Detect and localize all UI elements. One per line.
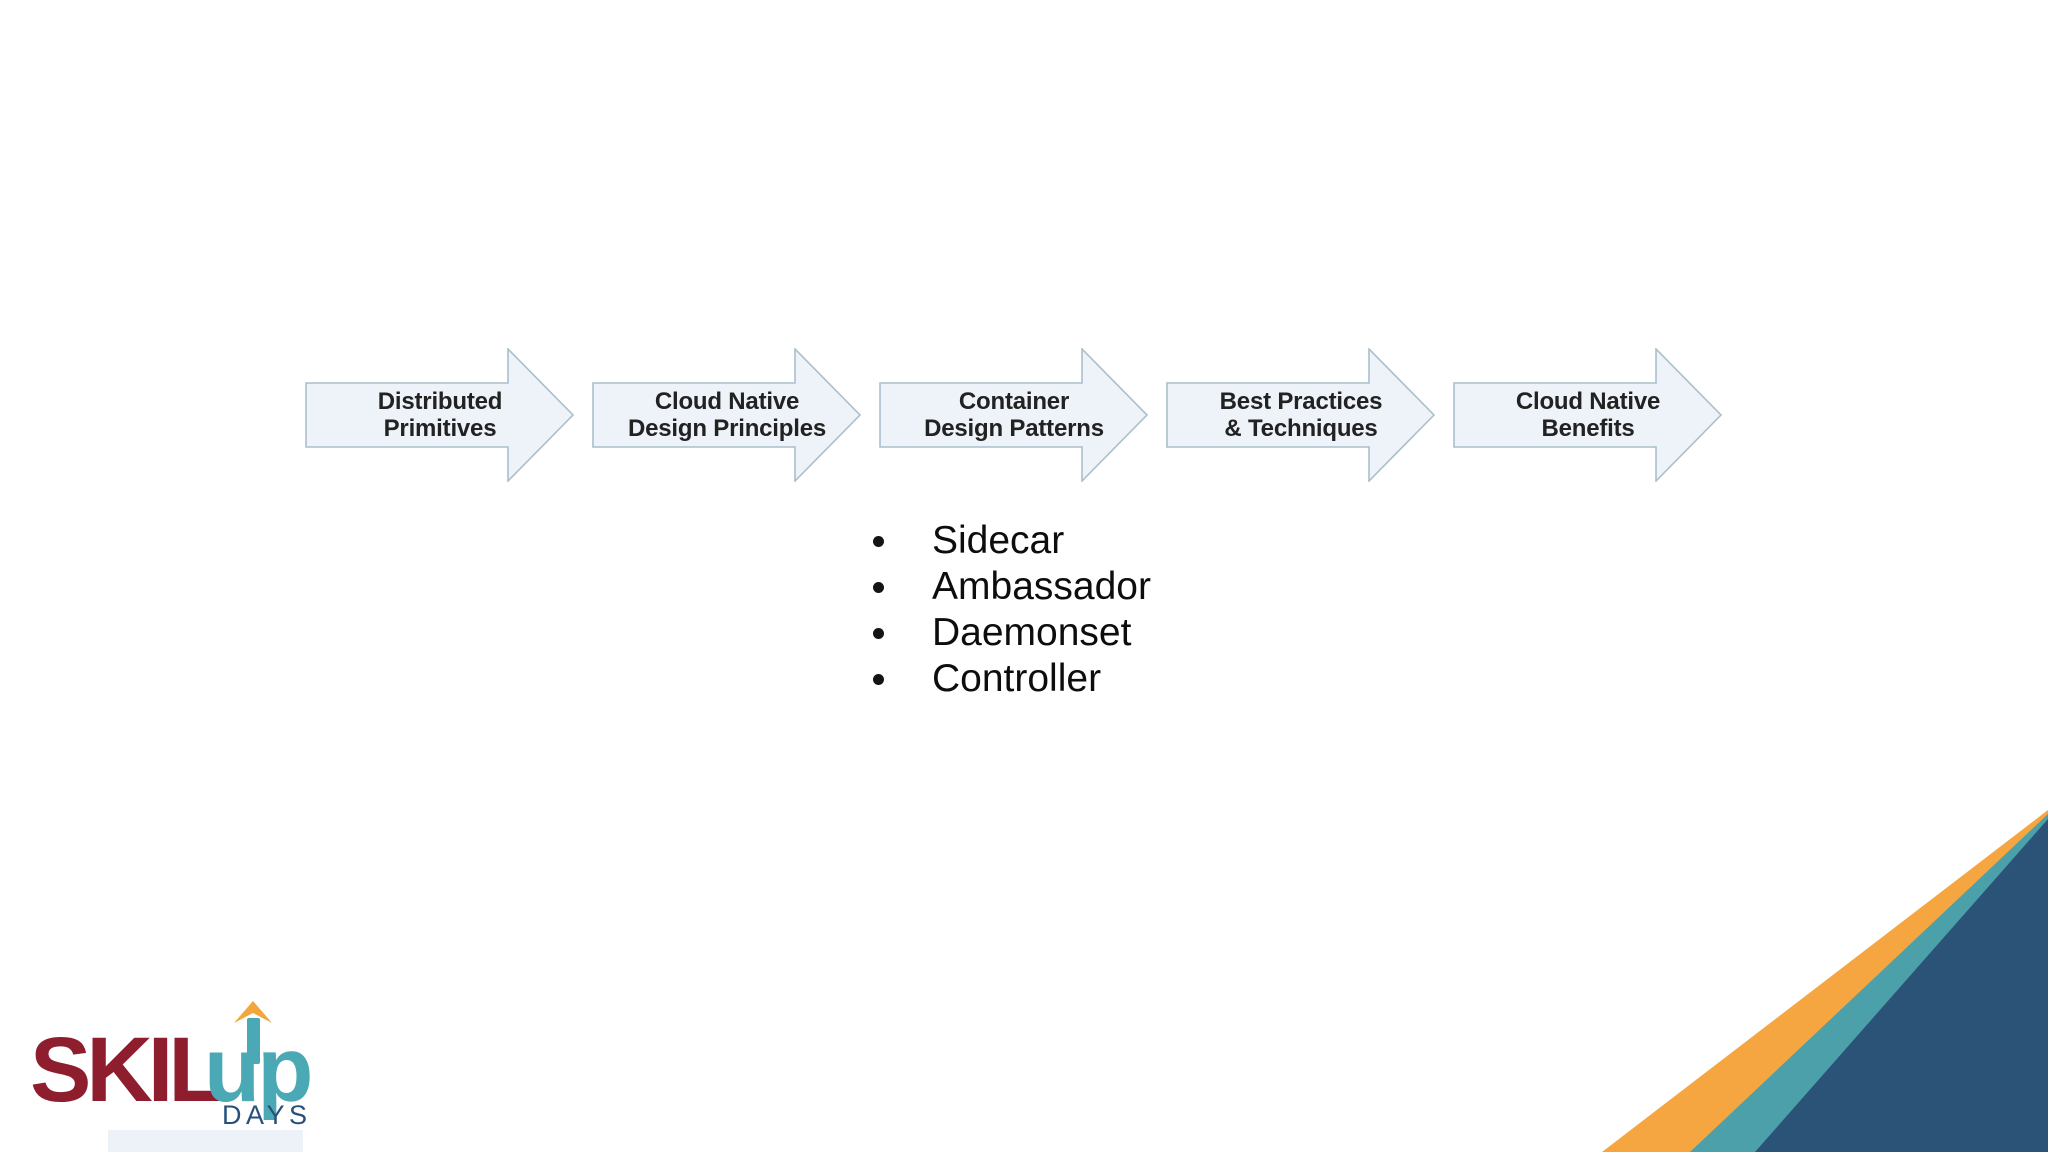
- logo-underlay: [108, 1130, 303, 1152]
- list-item: Sidecar: [860, 518, 1151, 564]
- up-arrow-icon: [234, 1001, 272, 1023]
- arrow-label-line1: Distributed: [377, 388, 503, 415]
- list-item-label: Sidecar: [932, 519, 1065, 562]
- logo-arrow-stem: [247, 1018, 260, 1064]
- arrow-label: Container Design Patterns: [879, 348, 1149, 482]
- list-item-label: Controller: [932, 657, 1102, 700]
- arrow-label-line1: Best Practices: [1219, 388, 1383, 415]
- arrow-right-icon: [1453, 348, 1723, 482]
- list-item: Ambassador: [860, 564, 1151, 610]
- arrow-right-icon: [879, 348, 1149, 482]
- list-item-label: Daemonset: [932, 611, 1132, 654]
- bullet-dot-icon: [873, 673, 884, 685]
- corner-decoration: [1602, 810, 2048, 1152]
- arrow-right-icon: [592, 348, 862, 482]
- arrow-label-line2: Design Principles: [628, 415, 826, 442]
- list-item: Controller: [860, 656, 1151, 702]
- bullet-dot-icon: [873, 581, 884, 593]
- arrow-label-line2: & Techniques: [1224, 415, 1378, 442]
- arrow-label-line2: Design Patterns: [924, 415, 1104, 442]
- arrow-right-icon: [305, 348, 575, 482]
- arrow-label-line2: Primitives: [383, 415, 497, 442]
- list-item-label: Ambassador: [932, 565, 1151, 608]
- list-item: Daemonset: [860, 610, 1151, 656]
- arrow-label-line1: Cloud Native: [1515, 388, 1661, 415]
- logo-text-skil: SKIL: [30, 1019, 225, 1121]
- flow-arrow-cloud-native-benefits: Cloud Native Benefits: [1453, 348, 1723, 482]
- arrow-label: Distributed Primitives: [305, 348, 575, 482]
- arrow-label-line1: Container: [958, 388, 1070, 415]
- arrow-label: Best Practices & Techniques: [1166, 348, 1436, 482]
- bullet-dot-icon: [873, 535, 884, 547]
- flow-arrow-cloud-native-design-principles: Cloud Native Design Principles: [592, 348, 862, 482]
- flow-arrow-container-design-patterns: Container Design Patterns: [879, 348, 1149, 482]
- arrow-label: Cloud Native Design Principles: [592, 348, 862, 482]
- arrow-label-line1: Cloud Native: [654, 388, 800, 415]
- logo-text-up: up: [204, 1019, 313, 1121]
- corner-triangle-navy: [1755, 819, 2048, 1152]
- skilup-logo: SKIL up DAYS: [30, 998, 330, 1148]
- arrow-label-line2: Benefits: [1541, 415, 1635, 442]
- bullet-dot-icon: [873, 627, 884, 639]
- pattern-list: Sidecar Ambassador Daemonset Controller: [860, 518, 1151, 702]
- logo-text-days: DAYS: [222, 1100, 312, 1130]
- flow-arrow-best-practices-techniques: Best Practices & Techniques: [1166, 348, 1436, 482]
- flow-arrow-distributed-primitives: Distributed Primitives: [305, 348, 575, 482]
- arrow-label: Cloud Native Benefits: [1453, 348, 1723, 482]
- arrow-right-icon: [1166, 348, 1436, 482]
